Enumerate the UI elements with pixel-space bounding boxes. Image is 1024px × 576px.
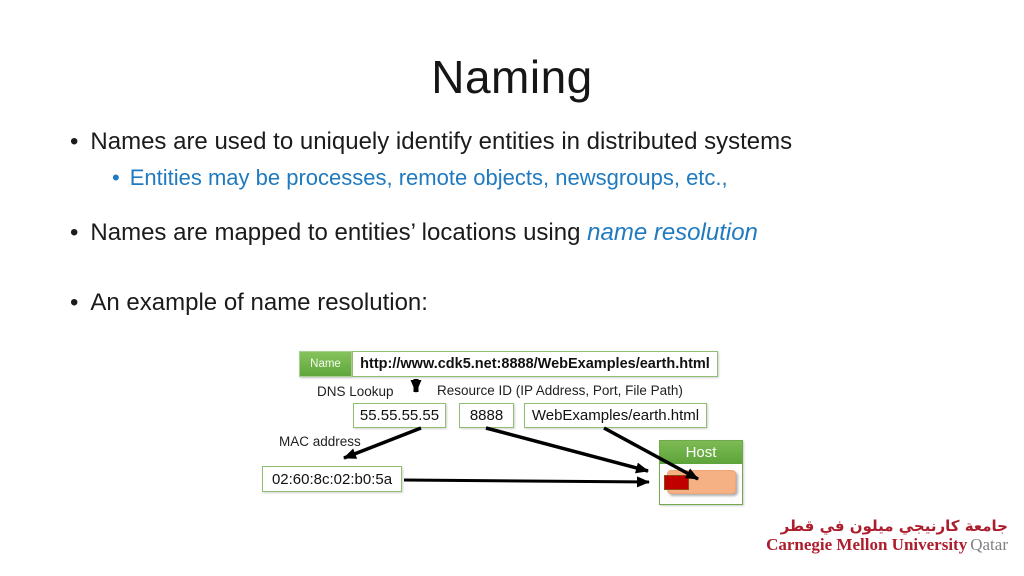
bullet-marker: •	[70, 289, 79, 316]
resource-id-label: Resource ID (IP Address, Port, File Path…	[437, 383, 683, 398]
bullet-2-emphasis: name resolution	[587, 219, 758, 246]
host-body	[660, 464, 742, 504]
bullet-marker: •	[112, 165, 120, 190]
bullet-marker: •	[70, 219, 79, 246]
mac-address-box: 02:60:8c:02:b0:5a	[262, 466, 402, 492]
port-to-host-arrow	[485, 426, 649, 474]
port-box: 8888	[459, 403, 514, 428]
bullet-2: • Names are mapped to entities’ location…	[70, 219, 758, 247]
bullet-2-prefix: Names are mapped to entities’ locations …	[90, 219, 588, 246]
file-path-box: WebExamples/earth.html	[524, 403, 707, 428]
name-tag-box: Name	[299, 351, 352, 377]
url-box: http://www.cdk5.net:8888/WebExamples/ear…	[352, 351, 718, 377]
host-header: Host	[660, 441, 742, 464]
university-name: Carnegie Mellon University	[766, 534, 968, 554]
host-socket-shape	[664, 475, 689, 490]
university-campus: Qatar	[970, 534, 1008, 554]
host-box: Host	[659, 440, 743, 505]
sub-bullet-1-text: Entities may be processes, remote object…	[129, 165, 728, 190]
slide-title: Naming	[431, 51, 593, 103]
mac-address-label: MAC address	[279, 434, 361, 449]
bullet-3-text: An example of name resolution:	[90, 289, 428, 316]
university-logo: جامعة كارنيجي ميلون في قطر Carnegie Mell…	[766, 517, 1008, 554]
mac-to-host-arrow	[403, 476, 650, 488]
bullet-2-text: Names are mapped to entities’ locations …	[90, 219, 757, 247]
sub-bullet-1: • Entities may be processes, remote obje…	[112, 165, 728, 191]
bullet-1: • Names are used to uniquely identify en…	[70, 128, 792, 156]
bullet-marker: •	[70, 128, 79, 155]
university-logo-arabic: جامعة كارنيجي ميلون في قطر	[780, 517, 1008, 535]
dns-lookup-label: DNS Lookup	[317, 384, 394, 399]
ip-address-box: 55.55.55.55	[353, 403, 446, 428]
bullet-3: • An example of name resolution:	[70, 289, 428, 317]
bullet-1-text: Names are used to uniquely identify enti…	[90, 128, 793, 155]
